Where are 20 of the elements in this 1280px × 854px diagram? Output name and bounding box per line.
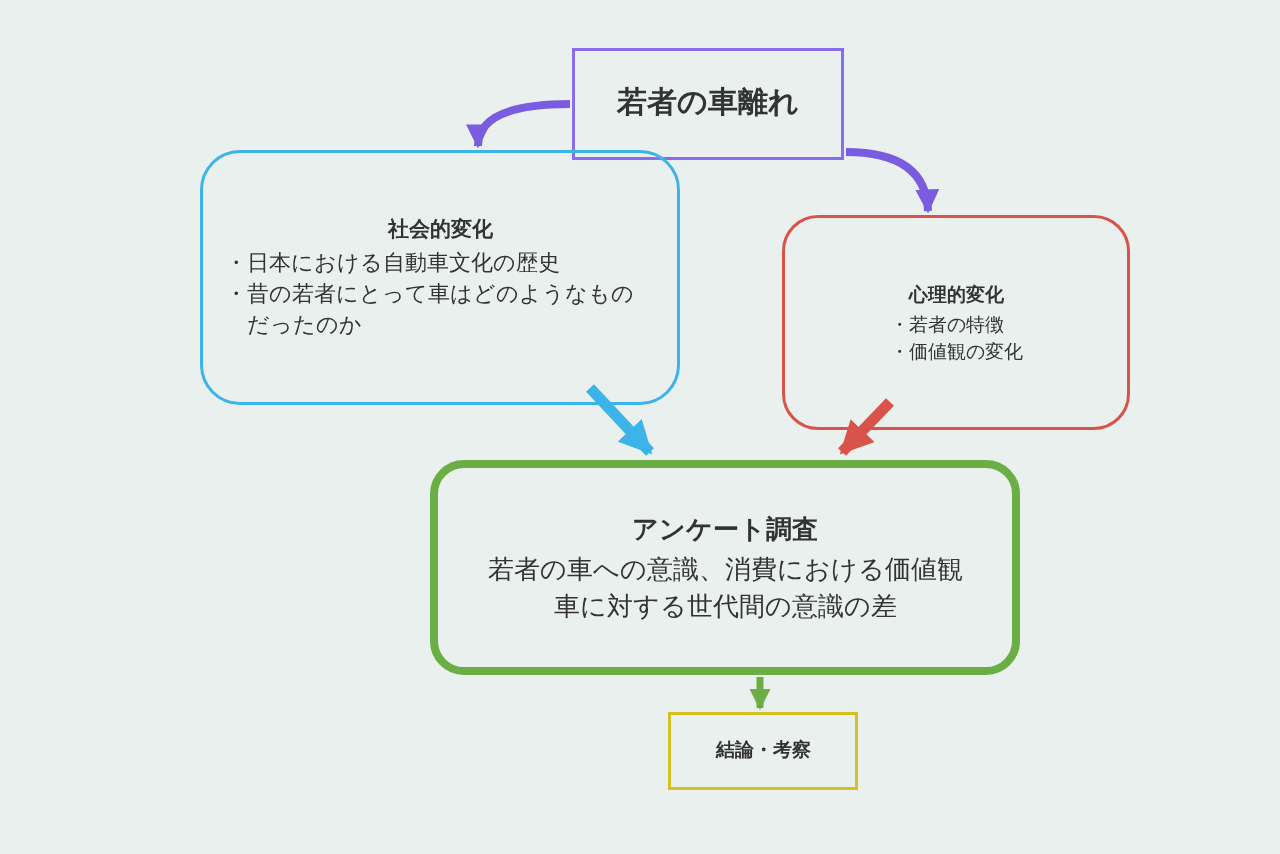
body-text: 車に対する世代間の意識の差 — [552, 589, 898, 623]
heading-text: 心理的変化 — [907, 281, 1005, 307]
bullet-item: ・日本における自動車文化の歴史 — [225, 249, 561, 277]
arrow — [845, 148, 938, 214]
bullet-item: ・若者の特徴 — [889, 312, 1005, 338]
bullet-item: ・価値観の変化 — [889, 338, 1023, 364]
bullet-item: ・昔の若者にとって車はどのようなものだったのか — [225, 279, 635, 339]
heading-text: 社会的変化 — [386, 215, 494, 243]
arrow — [838, 398, 894, 456]
body-text: 若者の車への意識、消費における価値観 — [487, 553, 963, 587]
rounded-box — [782, 215, 1130, 430]
box-label: 結論・考察 — [715, 736, 811, 762]
arrow — [586, 384, 654, 456]
conclusion-box — [668, 712, 858, 790]
heading-text: アンケート調査 — [631, 512, 819, 546]
title-box — [572, 48, 844, 160]
box-label: 若者の車離れ — [617, 83, 799, 121]
rounded-box — [430, 460, 1020, 675]
rounded-box — [200, 150, 680, 405]
arrow — [468, 100, 571, 149]
